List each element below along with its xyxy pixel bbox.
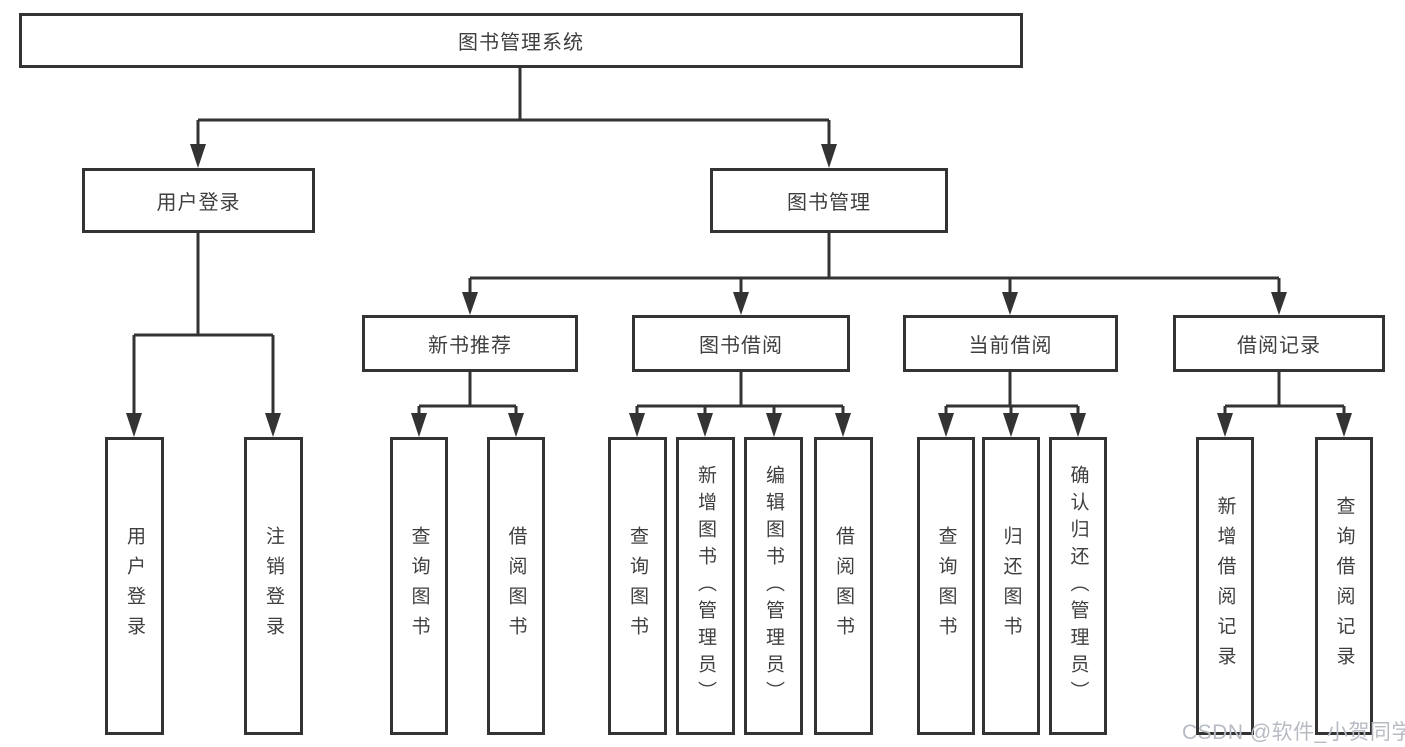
node-leaf-bb-edit-books-admin: 编辑图书（管理员） (744, 437, 803, 735)
node-label: 查询图书 (935, 526, 957, 646)
node-label: 当前借阅 (968, 335, 1053, 357)
node-label: 借阅图书 (505, 526, 527, 646)
node-book-management-module: 图书管理 (710, 168, 948, 233)
node-label: 借阅图书 (833, 526, 854, 646)
node-leaf-user-login: 用户登录 (105, 437, 164, 735)
node-leaf-cb-confirm-return-admin: 确认归还（管理员） (1049, 437, 1107, 735)
node-label: 确认归还（管理员） (1067, 464, 1089, 708)
node-leaf-bb-query-books: 查询图书 (608, 437, 667, 735)
node-label: 查询图书 (627, 526, 648, 646)
node-label: 新增借阅记录 (1214, 496, 1236, 676)
node-label: 新增图书（管理员） (695, 464, 716, 708)
node-leaf-cb-query-books: 查询图书 (917, 437, 975, 735)
node-book-borrowing: 图书借阅 (632, 315, 850, 372)
node-leaf-logout: 注销登录 (244, 437, 303, 735)
node-label: 图书管理系统 (458, 32, 584, 54)
node-current-borrowing: 当前借阅 (903, 315, 1118, 372)
node-library-management-system: 图书管理系统 (19, 13, 1023, 68)
node-label: 图书借阅 (699, 335, 783, 357)
node-label: 归还图书 (1000, 526, 1022, 646)
node-label: 借阅记录 (1237, 335, 1321, 357)
node-label: 用户登录 (124, 526, 145, 646)
node-leaf-cb-return-books: 归还图书 (982, 437, 1040, 735)
node-new-book-recommendation: 新书推荐 (362, 315, 578, 372)
csdn-watermark: CSDN @软件_小贺同学 (1182, 721, 1405, 744)
node-label: 查询图书 (408, 526, 430, 646)
node-borrowing-records: 借阅记录 (1173, 315, 1385, 372)
node-leaf-nbr-borrow-books: 借阅图书 (487, 437, 545, 735)
node-label: 新书推荐 (428, 335, 512, 357)
node-label: 查询借阅记录 (1333, 496, 1355, 676)
node-leaf-nbr-query-books: 查询图书 (390, 437, 448, 735)
node-label: 编辑图书（管理员） (763, 464, 784, 708)
node-label: 用户登录 (156, 192, 241, 214)
node-leaf-bb-add-books-admin: 新增图书（管理员） (676, 437, 735, 735)
node-leaf-bb-borrow-books: 借阅图书 (814, 437, 873, 735)
node-label: 图书管理 (787, 192, 871, 214)
node-leaf-br-add-record: 新增借阅记录 (1196, 437, 1254, 735)
node-leaf-br-query-record: 查询借阅记录 (1315, 437, 1373, 735)
node-label: 注销登录 (263, 526, 284, 646)
node-user-login-module: 用户登录 (82, 168, 315, 233)
